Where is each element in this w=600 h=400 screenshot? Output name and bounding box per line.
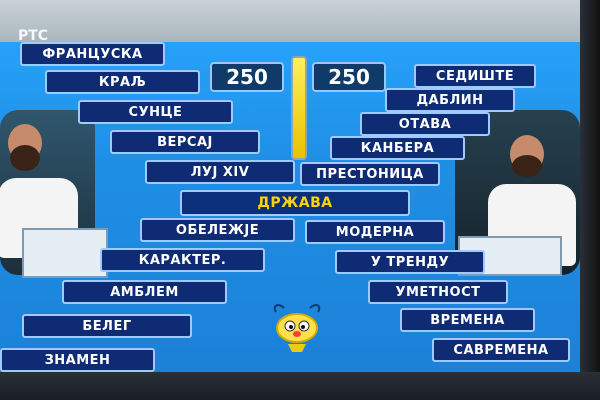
clue-right-9: ВРЕМЕНА [400,308,535,332]
score-right: 250 [312,62,386,92]
quiz-mascot [273,304,321,352]
clue-right-8: УМЕТНОСТ [368,280,508,304]
clue-right-4: КАНБЕРА [330,136,465,160]
clue-left-3: СУНЦЕ [78,100,233,124]
clue-left-2: КРАЉ [45,70,200,94]
tv-bezel-right [580,0,600,400]
contestant-right-beard [512,155,542,177]
channel-logo: РТС [18,28,49,44]
clue-right-7: У ТРЕНДУ [335,250,485,274]
clue-left-4: ВЕРСАЈ [110,130,260,154]
clue-left-9: БЕЛЕГ [22,314,192,338]
clue-right-5: ПРЕСТОНИЦА [300,162,440,186]
tv-bezel-top [0,0,600,42]
final-answer-tile: ДРЖАВА [180,190,410,216]
score-left: 250 [210,62,284,92]
contestant-left-desk [22,228,108,278]
timer-bar [291,56,307,160]
clue-left-5: ЛУЈ XIV [145,160,295,184]
clue-left-6: ОБЕЛЕЖЈЕ [140,218,295,242]
clue-right-1: СЕДИШТЕ [414,64,536,88]
clue-left-8: АМБЛЕМ [62,280,227,304]
contestant-left-beard [10,145,40,171]
clue-left-1: ФРАНЦУСКА [20,42,165,66]
tv-bezel-bottom [0,372,600,400]
clue-right-2: ДАБЛИН [385,88,515,112]
clue-right-6: МОДЕРНА [305,220,445,244]
clue-left-10: ЗНАМЕН [0,348,155,372]
clue-left-7: КАРАКТЕР. [100,248,265,272]
clue-right-3: ОТАВА [360,112,490,136]
clue-right-10: САВРЕМЕНА [432,338,570,362]
